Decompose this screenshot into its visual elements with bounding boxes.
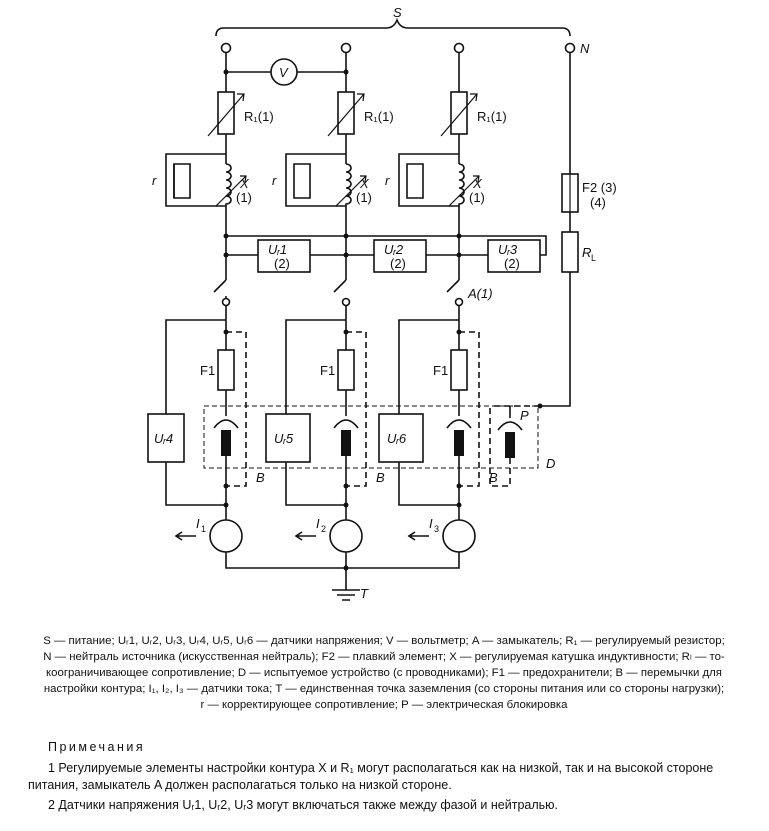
switch-a-phase-2 [333, 279, 351, 307]
switch-a-phase-1 [213, 279, 231, 307]
svg-text:Uᵣ3: Uᵣ3 [498, 242, 518, 257]
svg-text:R₁(1): R₁(1) [364, 109, 394, 124]
svg-text:Uᵣ1: Uᵣ1 [268, 242, 287, 257]
svg-text:(2): (2) [274, 256, 290, 271]
ground-symbol [332, 589, 360, 601]
voltmeter: V [270, 58, 298, 86]
supply-label: S [393, 5, 402, 20]
jumper-b-phase-2: B [376, 470, 385, 485]
phase-2-test-section [285, 306, 367, 520]
fuse-f2: F2 (3) (4) [561, 173, 617, 213]
test-circuit-schematic: S N V R₁(1) X (1) r R₁(1) [147, 5, 617, 601]
svg-text:Uᵣ4: Uᵣ4 [154, 431, 173, 446]
voltage-sensor-ur6: Uᵣ6 [378, 413, 424, 463]
current-sensor-i2: I 2 [294, 516, 363, 553]
svg-text:2: 2 [321, 524, 326, 534]
supply-terminals [220, 42, 576, 54]
neutral-label: N [580, 41, 590, 56]
notes-title: Примечания [48, 740, 146, 754]
svg-text:I: I [429, 516, 433, 531]
current-sensor-i1: I 1 [174, 516, 243, 553]
load-resistor-rl: R L [561, 231, 596, 273]
phase-3-test-section [398, 306, 480, 520]
jumper-b-phase-1: B [256, 470, 265, 485]
svg-text:(1): (1) [469, 190, 485, 205]
svg-text:(4): (4) [590, 195, 606, 210]
corrective-resistor-label: r [152, 173, 157, 188]
svg-text:I: I [316, 516, 320, 531]
svg-text:L: L [591, 253, 596, 263]
svg-text:X: X [239, 176, 250, 191]
svg-text:r: r [272, 173, 277, 188]
svg-text:1: 1 [201, 524, 206, 534]
dut-label: D [546, 456, 555, 471]
svg-text:F1: F1 [200, 363, 215, 378]
svg-text:(1): (1) [236, 190, 252, 205]
note-2: 2 Датчики напряжения Uᵣ1, Uᵣ2, Uᵣ3 могут… [48, 798, 559, 812]
svg-text:3: 3 [434, 524, 439, 534]
phase-1-tuning: R₁(1) X (1) r [152, 91, 274, 280]
svg-text:R: R [582, 245, 591, 260]
legend-line: настройки контура; I₁, I₂, I₃ — датчики … [43, 683, 725, 695]
phase-2-tuning: R₁(1) X (1) r [272, 91, 394, 280]
svg-text:R₁(1): R₁(1) [477, 109, 507, 124]
svg-text:(2): (2) [390, 256, 406, 271]
voltage-sensor-ur5: Uᵣ5 [265, 413, 311, 463]
svg-text:X: X [359, 176, 370, 191]
legend-line: r — корректирующее сопротивление; P — эл… [200, 699, 568, 711]
svg-text:Uᵣ6: Uᵣ6 [387, 431, 407, 446]
svg-text:F1: F1 [433, 363, 448, 378]
svg-text:I: I [196, 516, 200, 531]
svg-text:Uᵣ2: Uᵣ2 [384, 242, 404, 257]
jumper-b-phase-3: B [489, 470, 498, 485]
supply-brace [215, 17, 571, 37]
note-1: 1 Регулируемые элементы настройки контур… [28, 761, 714, 792]
fuse-f1-phase-1: F1 [200, 363, 215, 378]
svg-text:X: X [472, 176, 483, 191]
phase-3-tuning: R₁(1) X (1) r [385, 91, 507, 280]
switch-label: A(1) [467, 286, 493, 301]
svg-text:(1): (1) [356, 190, 372, 205]
dut-boundary [203, 405, 539, 469]
current-sensor-i3: I 3 [407, 516, 476, 553]
svg-text:Uᵣ5: Uᵣ5 [274, 431, 294, 446]
voltage-sensor-ur1: Uᵣ1 (2) [257, 239, 311, 273]
svg-text:F2 (3): F2 (3) [582, 180, 617, 195]
legend-line: N — нейтраль источника (искусственная не… [43, 651, 725, 663]
svg-text:F1: F1 [320, 363, 335, 378]
phase-1-test-section [165, 306, 247, 520]
voltage-sensor-ur4: Uᵣ4 [147, 413, 185, 463]
switch-a-phase-3 [446, 279, 464, 307]
svg-text:(2): (2) [504, 256, 520, 271]
fuse-f1-phase-2: F1 [320, 363, 335, 378]
svg-text:P: P [520, 408, 529, 423]
ground-label: T [360, 586, 369, 601]
voltage-sensor-ur3: Uᵣ3 (2) [487, 239, 541, 273]
svg-text:R₁(1): R₁(1) [244, 109, 274, 124]
svg-text:r: r [385, 173, 390, 188]
fuse-f1-phase-3: F1 [433, 363, 448, 378]
legend-line: S — питание; Uᵣ1, Uᵣ2, Uᵣ3, Uᵣ4, Uᵣ5, Uᵣ… [43, 635, 725, 647]
svg-text:V: V [279, 65, 289, 80]
legend-line: коограничивающее сопротивление; D — испы… [46, 667, 722, 679]
voltage-sensor-ur2: Uᵣ2 (2) [373, 239, 427, 273]
